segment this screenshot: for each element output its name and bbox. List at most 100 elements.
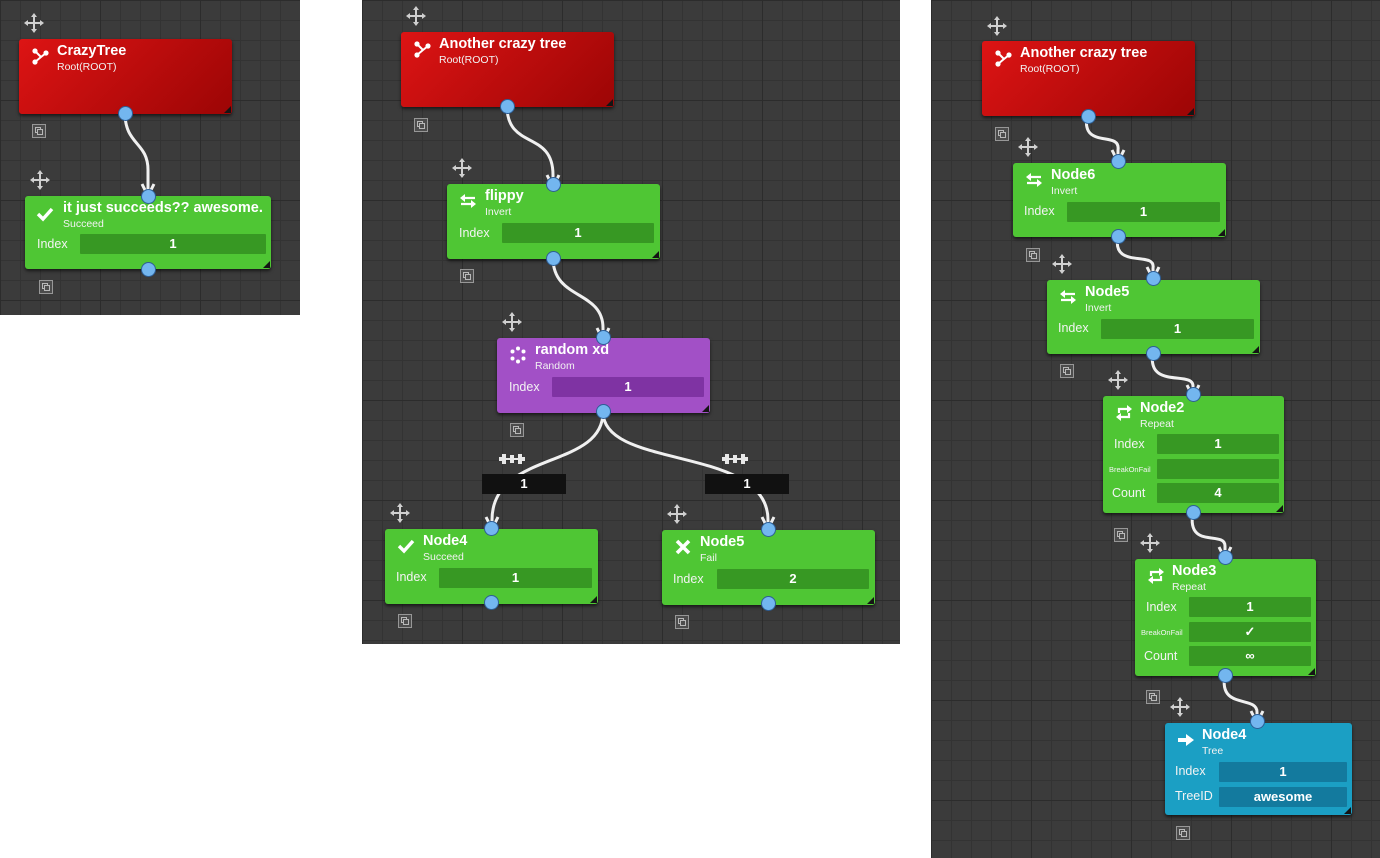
input-handle[interactable] bbox=[546, 177, 561, 192]
index-field[interactable]: 1 bbox=[1189, 597, 1311, 617]
node-type: Repeat bbox=[1172, 581, 1206, 593]
input-handle[interactable] bbox=[596, 330, 611, 345]
index-field[interactable]: 1 bbox=[502, 223, 654, 243]
check-icon bbox=[397, 537, 415, 555]
tree-node[interactable]: Node4 Tree Index 1 TreeID awesome bbox=[1165, 723, 1352, 815]
count-field[interactable]: ∞ bbox=[1189, 646, 1311, 666]
dumbbell-icon bbox=[722, 452, 748, 466]
canvas-panel-1[interactable]: CrazyTree Root(ROOT) it just succeeds?? … bbox=[0, 0, 300, 315]
weight-field[interactable]: 1 bbox=[482, 474, 566, 494]
output-handle[interactable] bbox=[761, 596, 776, 611]
output-handle[interactable] bbox=[1081, 109, 1096, 124]
index-label: Index bbox=[1175, 764, 1206, 778]
move-icon[interactable] bbox=[1138, 532, 1162, 554]
move-icon[interactable] bbox=[500, 311, 524, 333]
input-handle[interactable] bbox=[1250, 714, 1265, 729]
collapse-icon[interactable] bbox=[39, 280, 53, 294]
canvas-panel-3[interactable]: Another crazy tree Root(ROOT) Node6 Inve… bbox=[931, 0, 1380, 858]
output-handle[interactable] bbox=[1146, 346, 1161, 361]
index-label: Index bbox=[1146, 600, 1177, 614]
move-icon[interactable] bbox=[404, 5, 428, 27]
node-type: Succeed bbox=[63, 218, 104, 230]
input-handle[interactable] bbox=[761, 522, 776, 537]
collapse-icon[interactable] bbox=[460, 269, 474, 283]
root-node[interactable]: Another crazy tree Root(ROOT) bbox=[982, 41, 1195, 116]
collapse-icon[interactable] bbox=[414, 118, 428, 132]
invert-node[interactable]: flippy Invert Index 1 bbox=[447, 184, 660, 259]
move-icon[interactable] bbox=[985, 15, 1009, 37]
index-field[interactable]: 1 bbox=[80, 234, 266, 254]
invert-icon bbox=[459, 192, 477, 210]
move-icon[interactable] bbox=[665, 503, 689, 525]
random-icon bbox=[509, 346, 527, 364]
input-handle[interactable] bbox=[1111, 154, 1126, 169]
node-type: Random bbox=[535, 360, 575, 372]
index-field[interactable]: 1 bbox=[1101, 319, 1254, 339]
node-type: Root(ROOT) bbox=[1020, 63, 1080, 75]
output-handle[interactable] bbox=[1111, 229, 1126, 244]
output-handle[interactable] bbox=[546, 251, 561, 266]
output-handle[interactable] bbox=[141, 262, 156, 277]
index-field[interactable]: 1 bbox=[1157, 434, 1279, 454]
move-icon[interactable] bbox=[388, 502, 412, 524]
treeid-field[interactable]: awesome bbox=[1219, 787, 1347, 807]
input-handle[interactable] bbox=[1186, 387, 1201, 402]
collapse-icon[interactable] bbox=[1146, 690, 1160, 704]
output-handle[interactable] bbox=[118, 106, 133, 121]
fail-node[interactable]: Node5 Fail Index 2 bbox=[662, 530, 875, 605]
succeed-node[interactable]: it just succeeds?? awesome. Succeed Inde… bbox=[25, 196, 271, 269]
output-handle[interactable] bbox=[1186, 505, 1201, 520]
move-icon[interactable] bbox=[1168, 696, 1192, 718]
root-node[interactable]: Another crazy tree Root(ROOT) bbox=[401, 32, 614, 107]
output-handle[interactable] bbox=[1218, 668, 1233, 683]
invert-node[interactable]: Node5 Invert Index 1 bbox=[1047, 280, 1260, 354]
input-handle[interactable] bbox=[141, 189, 156, 204]
collapse-icon[interactable] bbox=[995, 127, 1009, 141]
collapse-icon[interactable] bbox=[398, 614, 412, 628]
breakonfail-field[interactable]: ✓ bbox=[1189, 622, 1311, 642]
move-icon[interactable] bbox=[28, 169, 52, 191]
node-title: it just succeeds?? awesome. bbox=[63, 200, 263, 216]
input-handle[interactable] bbox=[484, 521, 499, 536]
repeat-icon bbox=[1147, 567, 1165, 585]
output-handle[interactable] bbox=[484, 595, 499, 610]
succeed-node[interactable]: Node4 Succeed Index 1 bbox=[385, 529, 598, 604]
index-field[interactable]: 1 bbox=[552, 377, 704, 397]
input-handle[interactable] bbox=[1218, 550, 1233, 565]
move-icon[interactable] bbox=[1106, 369, 1130, 391]
node-title: random xd bbox=[535, 342, 610, 358]
output-handle[interactable] bbox=[596, 404, 611, 419]
breakonfail-field[interactable] bbox=[1157, 459, 1279, 479]
collapse-icon[interactable] bbox=[1060, 364, 1074, 378]
collapse-icon[interactable] bbox=[1176, 826, 1190, 840]
repeat-node[interactable]: Node3 Repeat Index 1 BreakOnFail ✓ Count… bbox=[1135, 559, 1316, 676]
random-node[interactable]: random xd Random Index 1 bbox=[497, 338, 710, 413]
node-title: Node4 bbox=[1202, 727, 1247, 743]
collapse-icon[interactable] bbox=[32, 124, 46, 138]
collapse-icon[interactable] bbox=[510, 423, 524, 437]
input-handle[interactable] bbox=[1146, 271, 1161, 286]
move-icon[interactable] bbox=[1050, 253, 1074, 275]
collapse-icon[interactable] bbox=[1114, 528, 1128, 542]
index-field[interactable]: 1 bbox=[1219, 762, 1347, 782]
node-type: Repeat bbox=[1140, 418, 1174, 430]
node-type: Invert bbox=[1051, 185, 1078, 197]
collapse-icon[interactable] bbox=[1026, 248, 1040, 262]
count-field[interactable]: 4 bbox=[1157, 483, 1279, 503]
output-handle[interactable] bbox=[500, 99, 515, 114]
root-node[interactable]: CrazyTree Root(ROOT) bbox=[19, 39, 232, 114]
index-field[interactable]: 1 bbox=[439, 568, 592, 588]
invert-node[interactable]: Node6 Invert Index 1 bbox=[1013, 163, 1226, 237]
index-field[interactable]: 2 bbox=[717, 569, 869, 589]
collapse-icon[interactable] bbox=[675, 615, 689, 629]
move-icon[interactable] bbox=[1016, 136, 1040, 158]
count-label: Count bbox=[1144, 649, 1178, 663]
weight-field[interactable]: 1 bbox=[705, 474, 789, 494]
repeat-icon bbox=[1115, 404, 1133, 422]
node-title: Node4 bbox=[423, 533, 468, 549]
move-icon[interactable] bbox=[450, 157, 474, 179]
canvas-panel-2[interactable]: Another crazy tree Root(ROOT) flippy Inv… bbox=[362, 0, 900, 644]
repeat-node[interactable]: Node2 Repeat Index 1 BreakOnFail Count 4 bbox=[1103, 396, 1284, 513]
move-icon[interactable] bbox=[22, 12, 46, 34]
index-field[interactable]: 1 bbox=[1067, 202, 1220, 222]
